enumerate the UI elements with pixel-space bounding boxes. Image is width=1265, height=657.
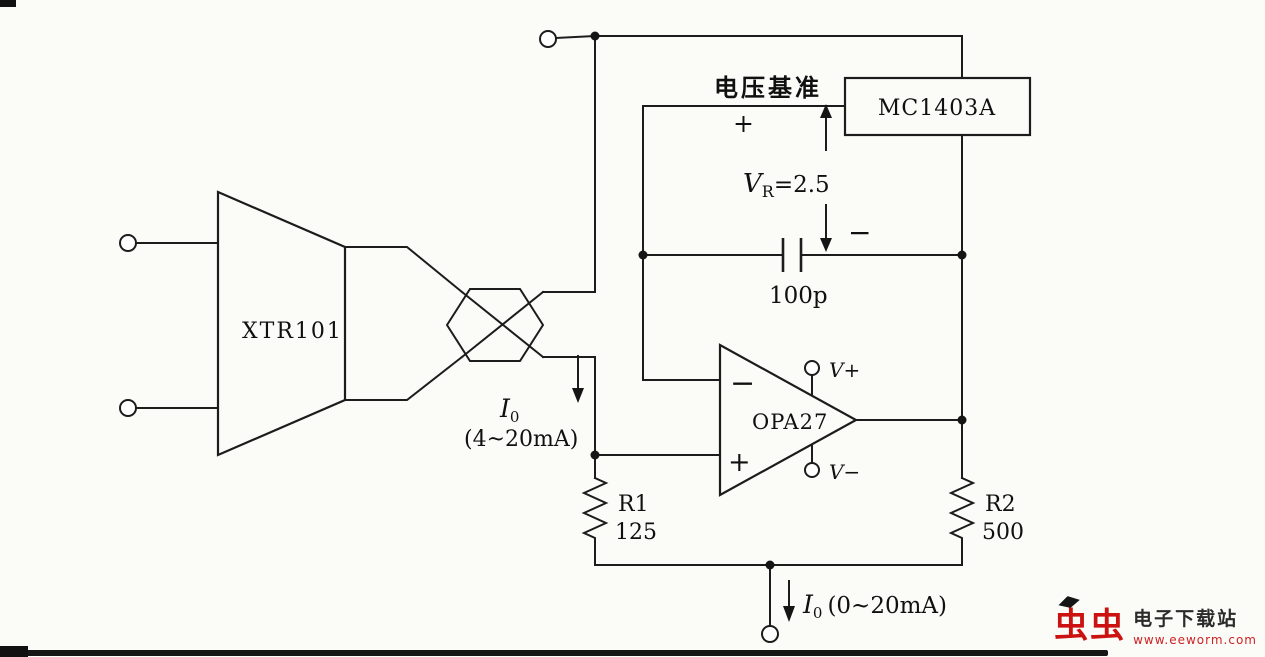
- watermark-site-name: 电子下载站: [1133, 608, 1239, 630]
- terminal-opamp-vminus: [804, 462, 820, 478]
- input-current-symbol: I0: [499, 394, 519, 426]
- junction-dot: [590, 450, 600, 460]
- vminus-label: V−: [829, 460, 860, 484]
- scan-artifact-top-left-mark: [0, 0, 16, 7]
- terminal-output-bottom: [761, 625, 779, 643]
- r1-name-label: R1: [618, 492, 649, 517]
- watermark-url: www.eeworm.com: [1133, 633, 1257, 647]
- junction-dot: [765, 560, 775, 570]
- terminal-top-supply: [539, 30, 557, 48]
- terminal-input-bottom: [119, 399, 137, 417]
- junction-dot: [957, 250, 967, 260]
- mc1403a-label: MC1403A: [878, 96, 996, 121]
- resistor-r1: [581, 476, 609, 566]
- vref-plus-sign: +: [733, 109, 754, 138]
- vref-minus-sign: −: [848, 216, 871, 249]
- vref-value-label: VR=2.5: [743, 169, 830, 201]
- r2-name-label: R2: [985, 492, 1016, 517]
- watermark: 虫虫 电子下载站 www.eeworm.com: [1054, 604, 1257, 647]
- current-arrow-output: [783, 580, 795, 622]
- scan-artifact-bottom-line: [8, 650, 1108, 656]
- wire-top-rail: [593, 35, 963, 80]
- r2-value-label: 500: [982, 520, 1024, 545]
- current-arrow-input: [572, 355, 584, 403]
- voltage-reference-label: 电压基准: [714, 74, 822, 102]
- terminal-input-top: [119, 234, 137, 252]
- wires: [135, 34, 963, 627]
- xtr101-body: [216, 190, 347, 457]
- wire-xtr-output-bottom: [344, 355, 464, 401]
- vplus-label: V+: [829, 358, 860, 382]
- r1-value-label: 125: [615, 520, 657, 545]
- output-current-label: I0(0~20mA): [802, 590, 947, 622]
- terminal-opamp-vplus: [804, 360, 820, 376]
- wire-reference-to-inverting-input: [642, 105, 846, 381]
- watermark-brand: 虫虫: [1054, 605, 1127, 646]
- vref-arrow-up: [820, 104, 832, 151]
- vref-arrow-down: [820, 204, 832, 252]
- wire-xtr-output-top: [344, 246, 464, 294]
- twisted-pair-loop-icon: [445, 288, 545, 362]
- input-current-range: (4~20mA): [464, 427, 578, 452]
- mc1403a-body: [843, 76, 1032, 137]
- opamp-noninverting-sign: +: [728, 447, 751, 478]
- capacitor-value-label: 100p: [769, 283, 828, 309]
- opamp-inverting-sign: −: [730, 366, 755, 401]
- xtr101-label: XTR101: [242, 319, 343, 344]
- opa27-body: [718, 343, 859, 497]
- junction-dot: [638, 250, 648, 260]
- scan-artifact-bottom-left-blob: [0, 646, 28, 657]
- resistor-r2: [948, 476, 976, 566]
- junction-dot: [957, 415, 967, 425]
- opa27-label: OPA27: [752, 410, 828, 434]
- junction-dot: [590, 31, 600, 41]
- wire-top-terminal: [554, 34, 596, 40]
